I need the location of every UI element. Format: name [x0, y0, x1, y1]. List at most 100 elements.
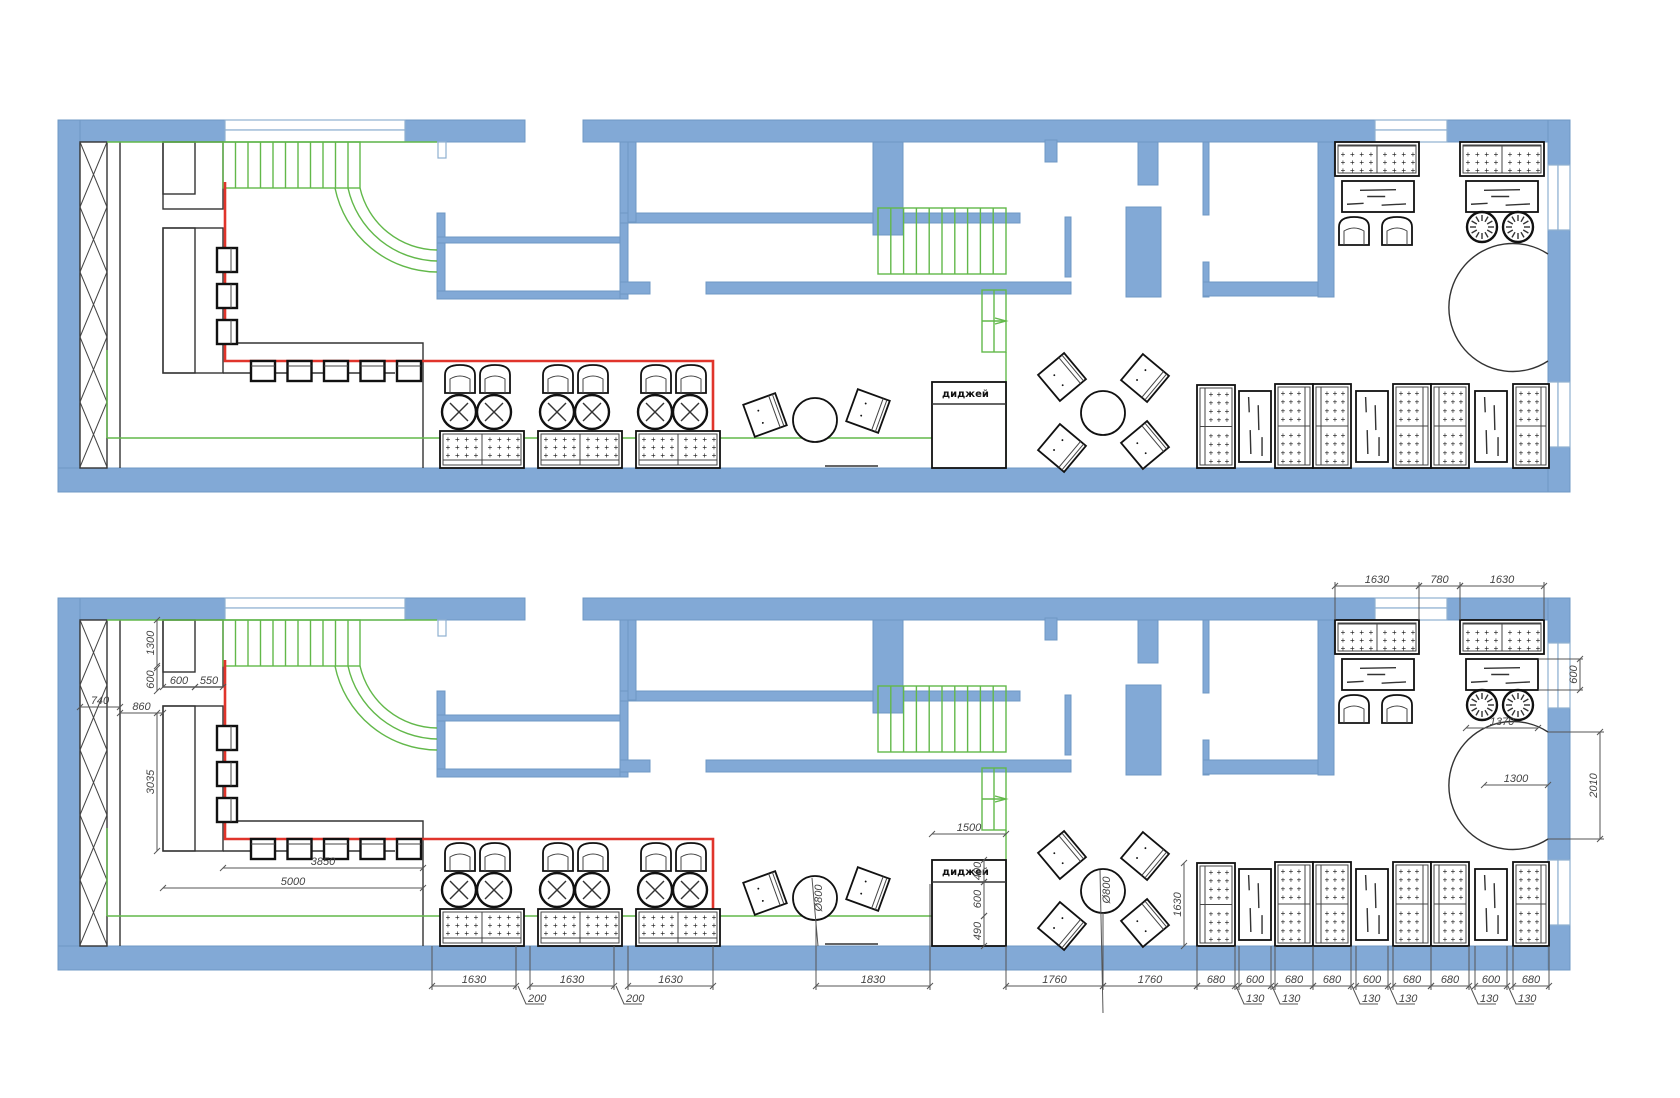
tuft-icon: + — [1459, 867, 1464, 876]
tuft-icon: + — [1459, 415, 1464, 424]
tuft-icon: + — [1411, 628, 1416, 637]
dimension-label: 1300 — [145, 630, 157, 655]
tuft-icon: + — [1281, 926, 1286, 935]
partition — [1202, 619, 1210, 694]
lounge-chair-body — [1119, 830, 1171, 882]
tuft-icon: + — [1297, 876, 1302, 885]
tuft-icon: + — [1535, 935, 1540, 944]
bar-counter-outline — [223, 342, 424, 468]
tuft-icon: + — [1535, 389, 1540, 398]
armchair-body — [444, 364, 476, 394]
tuft-icon: + — [1415, 918, 1420, 927]
armchair — [542, 364, 574, 394]
tuft-icon: + — [1519, 389, 1524, 398]
tuft-icon: + — [474, 913, 479, 922]
tuft-icon: + — [684, 913, 689, 922]
tuft-icon: + — [1451, 918, 1456, 927]
tuft-icon: + — [693, 913, 698, 922]
dimension-label: 130 — [1518, 993, 1537, 1005]
tuft-icon: + — [1289, 415, 1294, 424]
tuft-icon: + — [1325, 448, 1330, 457]
tuft-icon: + — [488, 435, 493, 444]
dot-icon: • — [1143, 928, 1150, 935]
dim-tick — [812, 982, 820, 990]
tuft-icon: + — [1475, 158, 1480, 167]
tuft-icon: + — [1459, 389, 1464, 398]
stool-seat — [215, 796, 239, 824]
dimension-label: 1500 — [957, 822, 982, 834]
tuft-icon: + — [1333, 918, 1338, 927]
coffee-table — [1465, 180, 1539, 213]
tuft-icon: + — [516, 451, 521, 460]
tuft-icon: + — [553, 921, 558, 930]
tuft-icon: + — [693, 921, 698, 930]
tuft-icon: + — [1407, 884, 1412, 893]
dimension-label: 1370 — [1490, 716, 1515, 728]
bar-stool — [286, 359, 313, 383]
armchair-seat — [680, 853, 702, 871]
tuft-icon: + — [1527, 389, 1532, 398]
tuft-icon: + — [1225, 894, 1230, 903]
tuft-icon: + — [1451, 893, 1456, 902]
tuft-icon: + — [1359, 158, 1364, 167]
lounge-chair-body — [1119, 897, 1171, 949]
dim-tick — [1480, 781, 1488, 789]
tuft-icon: + — [693, 435, 698, 444]
tuft-icon: + — [1401, 628, 1406, 637]
tuft-icon: + — [1399, 457, 1404, 466]
tuft-icon: + — [544, 435, 549, 444]
window — [1374, 607, 1448, 621]
dimension-horizontal: 3850 — [219, 856, 427, 872]
tuft-icon: + — [1217, 440, 1222, 449]
dim-tick — [1462, 724, 1470, 732]
tuft-icon: + — [1443, 431, 1448, 440]
dimension-horizontal: 680 — [1193, 974, 1239, 990]
rack-frame — [79, 141, 108, 469]
dim-tick — [980, 878, 988, 886]
tuft-icon: + — [1333, 440, 1338, 449]
armchair-body — [542, 364, 574, 394]
dot-icon: • — [756, 408, 761, 416]
tuft-icon: + — [1399, 884, 1404, 893]
pouf-pleat — [1475, 709, 1480, 716]
dimension-horizontal: 1630 — [1456, 574, 1548, 590]
tuft-icon: + — [1325, 398, 1330, 407]
tuft-icon: + — [1526, 644, 1531, 653]
round-table-small — [573, 871, 611, 909]
partition — [1125, 206, 1162, 298]
stool-seat — [322, 359, 350, 383]
coffee-table — [1465, 658, 1539, 691]
armchair — [675, 364, 707, 394]
tuft-icon: + — [1411, 158, 1416, 167]
armchair-seat — [1386, 227, 1408, 245]
tuft-icon: + — [1399, 926, 1404, 935]
pouf-pleat — [1484, 231, 1489, 238]
coffee-table-top — [1355, 868, 1389, 941]
pouf-pleat — [1511, 231, 1516, 238]
tuft-icon: + — [660, 929, 665, 938]
tuft-icon: + — [1459, 431, 1464, 440]
tuft-icon: + — [1297, 893, 1302, 902]
tuft-icon: + — [1359, 644, 1364, 653]
tuft-icon: + — [1297, 398, 1302, 407]
dimension-horizontal: 5000 — [159, 876, 427, 892]
tuft-icon: + — [1289, 918, 1294, 927]
tuft-icon: + — [1209, 894, 1214, 903]
armchair-body — [1338, 694, 1370, 724]
partition — [1137, 141, 1159, 186]
tuft-icon: + — [684, 451, 689, 460]
tuft-icon: + — [1535, 415, 1540, 424]
tuft-icon: + — [1443, 415, 1448, 424]
dimension-label: 680 — [1441, 974, 1460, 986]
lounge-chair-back — [768, 873, 781, 906]
dot-icon: • — [761, 420, 766, 428]
tuft-icon: + — [446, 443, 451, 452]
tuft-icon: + — [1527, 398, 1532, 407]
dimension-label: Ø800 — [1101, 876, 1113, 905]
armchair — [1381, 216, 1413, 246]
tuft-icon: + — [1392, 636, 1397, 645]
coffee-table-top — [1341, 658, 1415, 691]
coffee-table — [1474, 868, 1508, 941]
dimension-horizontal: 600 — [1235, 974, 1275, 990]
tuft-icon: + — [1459, 893, 1464, 902]
